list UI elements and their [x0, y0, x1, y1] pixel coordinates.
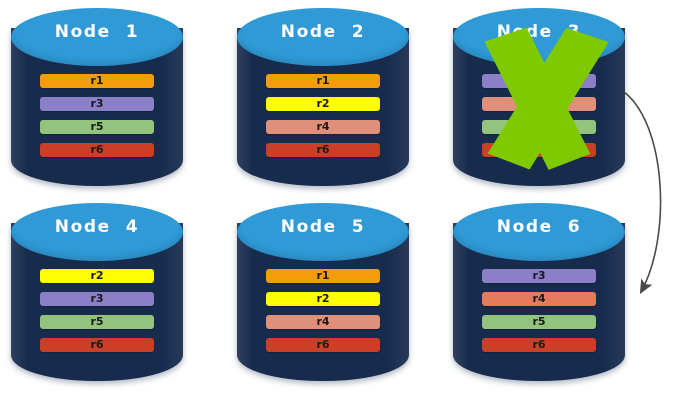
- replica-r6[interactable]: r6: [266, 338, 380, 352]
- replica-list: r3 r4 r5 r6: [482, 74, 596, 157]
- node-cylinder-2[interactable]: Node 2 r1 r2 r4 r6: [237, 8, 409, 193]
- replica-r5[interactable]: r5: [40, 120, 154, 134]
- replica-r4[interactable]: r4: [266, 315, 380, 329]
- replica-r3[interactable]: r3: [40, 292, 154, 306]
- replica-r3[interactable]: r3: [40, 97, 154, 111]
- replica-list: r1 r2 r4 r6: [266, 74, 380, 157]
- node-cylinder-6[interactable]: Node 6 r3 r4 r5 r6: [453, 203, 625, 388]
- replica-r5[interactable]: r5: [40, 315, 154, 329]
- node-top-disc: [237, 8, 409, 66]
- replica-r4[interactable]: r4: [482, 97, 596, 111]
- replica-r2[interactable]: r2: [40, 269, 154, 283]
- replica-r3[interactable]: r3: [482, 269, 596, 283]
- node-title: Node 5: [280, 217, 366, 237]
- replica-r4[interactable]: r4: [482, 292, 596, 306]
- node-top-disc: [453, 203, 625, 261]
- node-top-disc: [11, 8, 183, 66]
- replica-r6[interactable]: r6: [40, 143, 154, 157]
- replica-r6[interactable]: r6: [40, 338, 154, 352]
- replica-list: r1 r2 r4 r6: [266, 269, 380, 352]
- replica-r5[interactable]: r5: [482, 315, 596, 329]
- node-top-disc: [237, 203, 409, 261]
- node-cylinder-1[interactable]: Node 1 r1 r3 r5 r6: [11, 8, 183, 193]
- replica-r2[interactable]: r2: [266, 97, 380, 111]
- node-cylinder-3[interactable]: Node 3 r3 r4 r5 r6: [453, 8, 625, 193]
- node-title: Node 1: [54, 22, 140, 42]
- node-title: Node 4: [54, 217, 140, 237]
- node-top-disc: [11, 203, 183, 261]
- node-cylinder-5[interactable]: Node 5 r1 r2 r4 r6: [237, 203, 409, 388]
- node-title: Node 2: [280, 22, 366, 42]
- replica-r6[interactable]: r6: [266, 143, 380, 157]
- replica-list: r3 r4 r5 r6: [482, 269, 596, 352]
- replica-r4[interactable]: r4: [266, 120, 380, 134]
- node-cylinder-4[interactable]: Node 4 r2 r3 r5 r6: [11, 203, 183, 388]
- replica-r2[interactable]: r2: [266, 292, 380, 306]
- replica-r6[interactable]: r6: [482, 338, 596, 352]
- node-title: Node 6: [496, 217, 582, 237]
- replica-r5[interactable]: r5: [482, 120, 596, 134]
- replica-list: r1 r3 r5 r6: [40, 74, 154, 157]
- replica-r6[interactable]: r6: [482, 143, 596, 157]
- replica-r1[interactable]: r1: [266, 269, 380, 283]
- node-title: Node 3: [496, 22, 582, 42]
- replica-r1[interactable]: r1: [266, 74, 380, 88]
- arrow-path: [623, 91, 662, 295]
- replica-list: r2 r3 r5 r6: [40, 269, 154, 352]
- replica-r3[interactable]: r3: [482, 74, 596, 88]
- replica-r1[interactable]: r1: [40, 74, 154, 88]
